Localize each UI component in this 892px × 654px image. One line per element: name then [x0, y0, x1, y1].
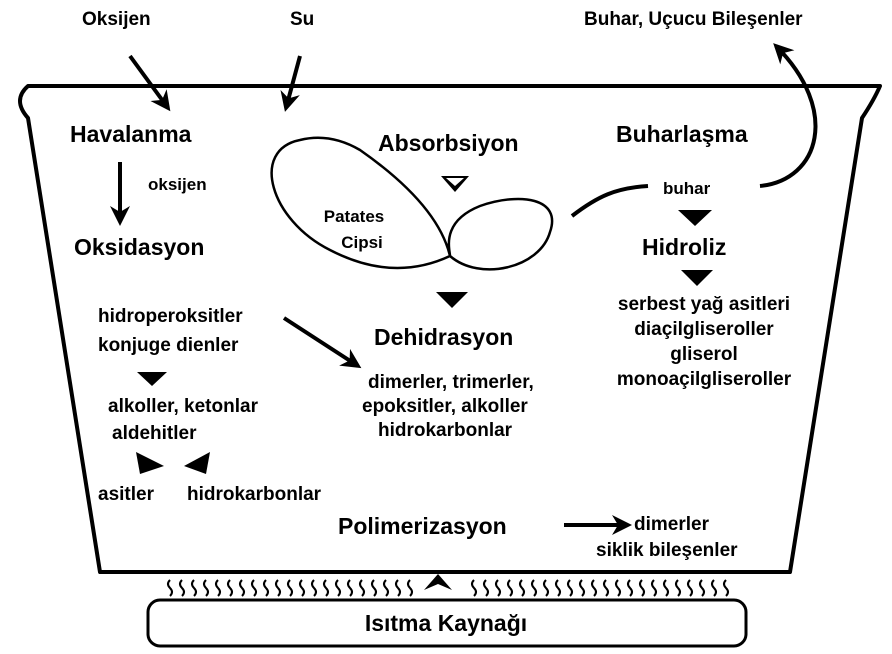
chevron-down-right-icon [184, 452, 210, 474]
polymerization-product-1: dimerler [634, 515, 709, 534]
chevron-down-icon [441, 176, 469, 192]
chevron-down-icon [137, 372, 167, 386]
steam-curve [572, 186, 648, 216]
chevron-down-icon [681, 270, 713, 286]
dehydration-products-line2: epoksitler, alkoller [362, 397, 528, 416]
potato-chip-shape [272, 138, 552, 270]
vapor-output-label: Buhar, Uçucu Bileşenler [584, 10, 803, 29]
steam-label: buhar [663, 180, 710, 197]
chip-label-line1: Patates [324, 208, 384, 225]
absorption-label: Absorbsiyon [378, 132, 519, 155]
acids-label: asitler [98, 485, 154, 504]
hydroperoxide-to-dehydration-arrow [284, 318, 358, 366]
oxygen-input-label: Oksijen [82, 10, 151, 29]
vapor-output-arrow [760, 46, 815, 186]
oxygen-input-arrow [130, 56, 168, 108]
dehydration-products-line1: dimerler, trimerler, [368, 373, 534, 392]
chevron-down-icon [436, 292, 468, 308]
aeration-label: Havalanma [70, 123, 191, 146]
oxidation-label: Oksidasyon [74, 236, 204, 259]
hydrocarbons-left-label: hidrokarbonlar [187, 485, 321, 504]
hydrolysis-product-3: gliserol [670, 345, 738, 364]
polymerization-product-2: siklik bileşenler [596, 541, 738, 560]
chevron-down-icon [678, 210, 712, 226]
water-input-label: Su [290, 10, 314, 29]
aldehydes-label: aldehitler [112, 424, 196, 443]
hydrolysis-product-1: serbest yağ asitleri [618, 295, 790, 314]
dehydration-label: Dehidrasyon [374, 326, 513, 349]
dehydration-products-line3: hidrokarbonlar [378, 421, 512, 440]
hydrolysis-product-4: monoaçilgliseroller [617, 370, 791, 389]
heat-up-chevron-icon [424, 574, 452, 590]
chip-label-line2: Cipsi [341, 234, 383, 251]
water-input-arrow [286, 56, 300, 108]
conjugated-dienes-label: konjuge dienler [98, 336, 238, 355]
polymerization-label: Polimerizasyon [338, 515, 507, 538]
heat-source-label: Isıtma Kaynağı [365, 612, 527, 635]
oxygen-small-label: oksijen [148, 176, 207, 193]
hydrolysis-label: Hidroliz [642, 236, 726, 259]
hydrolysis-product-2: diaçilgliseroller [634, 320, 773, 339]
alcohols-ketones-label: alkoller, ketonlar [108, 397, 258, 416]
hydroperoxides-label: hidroperoksitler [98, 307, 243, 326]
chevron-down-left-icon [136, 452, 164, 474]
evaporation-label: Buharlaşma [616, 123, 748, 146]
